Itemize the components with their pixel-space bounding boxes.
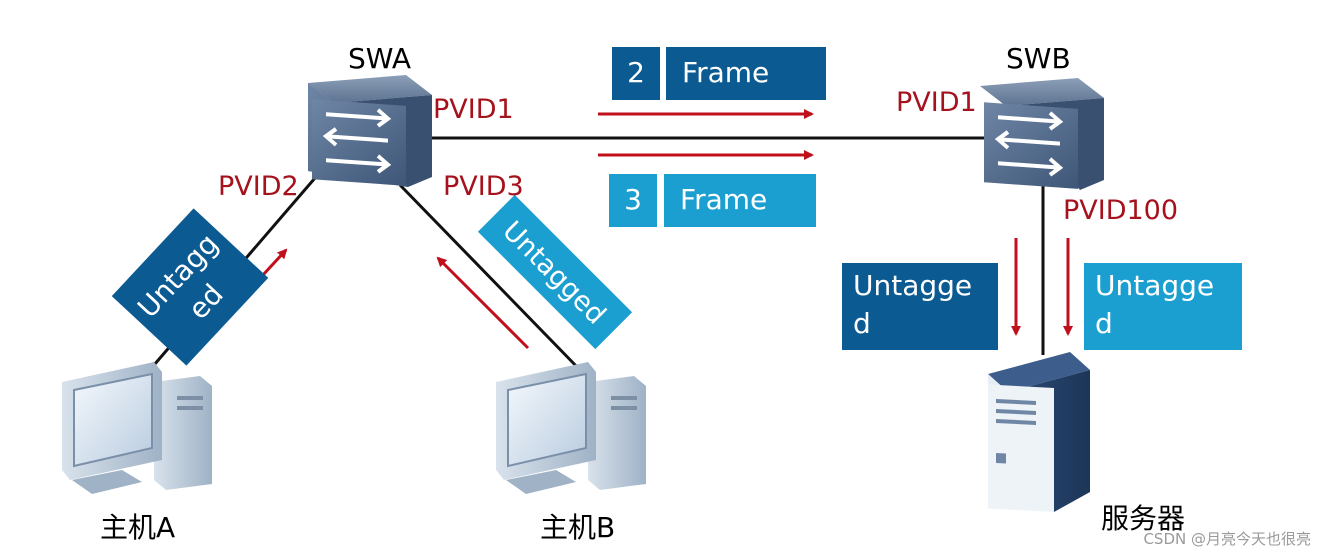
- frame-vlan2: 2 Frame: [612, 47, 826, 100]
- node-swa-label: SWA: [348, 42, 411, 75]
- frame-vlan3-tag: 3: [624, 183, 642, 216]
- node-labels: SWA SWB 主机A 主机B 服务器: [100, 42, 1185, 544]
- port-swb-server: PVID100: [1063, 195, 1178, 226]
- untagged-host-b-text: Untagged: [496, 215, 611, 330]
- link-swa-host-b: [398, 183, 584, 374]
- port-swa-host-b: PVID3: [443, 171, 524, 202]
- port-labels: PVID1 PVID1 PVID2 PVID3 PVID100: [218, 87, 1178, 226]
- frame-vlan2-tag: 2: [627, 56, 645, 89]
- untagged-host-a: Untagg ed: [111, 208, 269, 366]
- untagged-server-light-line2: d: [1095, 307, 1113, 340]
- port-swa-host-a: PVID2: [218, 171, 299, 202]
- port-swb-uplink: PVID1: [896, 87, 977, 118]
- node-host-b-label: 主机B: [540, 511, 615, 544]
- port-swa-uplink: PVID1: [433, 94, 514, 125]
- untagged-server-light-line1: Untagge: [1095, 269, 1214, 302]
- node-host-a-label: 主机A: [100, 511, 175, 544]
- host-b-computer-icon[interactable]: [496, 362, 646, 494]
- node-server-label: 服务器: [1101, 502, 1185, 535]
- untagged-server-dark: Untagge d: [842, 263, 998, 350]
- server-tower-icon[interactable]: [988, 352, 1090, 512]
- node-swb-label: SWB: [1006, 42, 1071, 75]
- watermark-text: CSDN @月亮今天也很亮: [1143, 530, 1311, 548]
- host-a-computer-icon[interactable]: [62, 362, 212, 494]
- arrow-host-b-up: [436, 256, 530, 350]
- swa-switch-icon[interactable]: [308, 75, 432, 187]
- untagged-server-dark-line1: Untagge: [853, 269, 972, 302]
- frame-vlan2-label: Frame: [682, 56, 769, 89]
- frame-vlan3: 3 Frame: [609, 174, 816, 227]
- frame-vlan3-label: Frame: [680, 183, 767, 216]
- swb-switch-icon[interactable]: [980, 78, 1104, 190]
- untagged-host-b: Untagged: [477, 194, 633, 350]
- untagged-server-light: Untagge d: [1084, 263, 1242, 350]
- untagged-server-dark-line2: d: [853, 307, 871, 340]
